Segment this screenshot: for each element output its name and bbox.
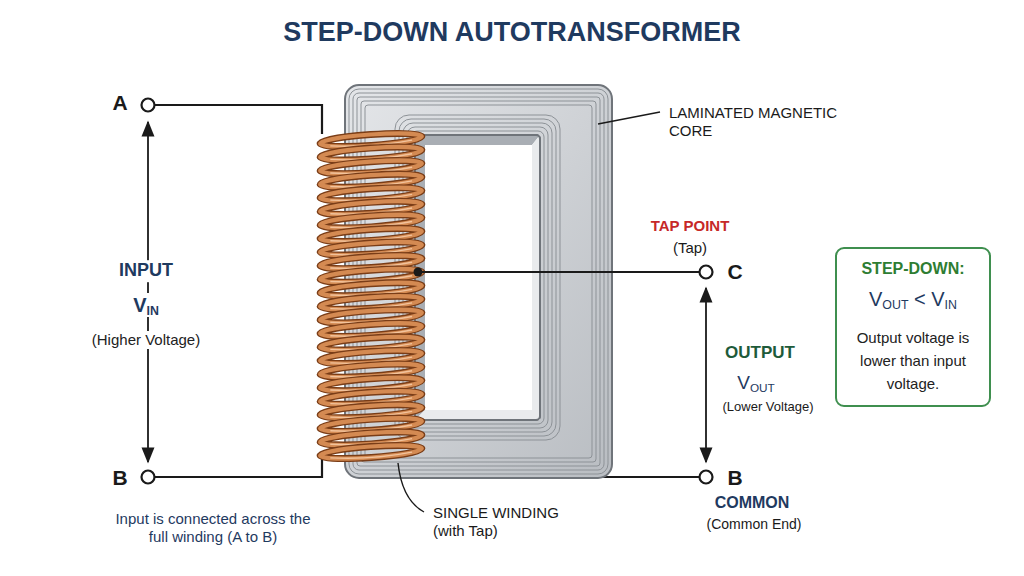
note: (Common End)	[704, 516, 805, 533]
copper-winding	[320, 131, 423, 461]
voltage-symbol: VIN	[130, 293, 162, 317]
wire-b-left	[155, 455, 322, 477]
wire-a	[155, 105, 322, 134]
signal-name: OUTPUT	[722, 343, 798, 363]
terminal-b	[700, 471, 713, 484]
note: Input is connected across the full windi…	[110, 510, 316, 546]
tap-wire	[418, 271, 699, 273]
terminal-b	[142, 471, 155, 484]
terminal-a	[142, 99, 155, 112]
part-label: TAP POINT	[648, 217, 733, 235]
diagram-title: STEP-DOWN AUTOTRANSFORMER	[280, 16, 743, 48]
leader-line	[598, 112, 660, 124]
terminal-label: B	[724, 465, 745, 490]
tap-dot	[414, 268, 423, 277]
part-label: COMMON	[712, 493, 793, 512]
terminal-c	[700, 266, 713, 279]
info-box: STEP-DOWN: VOUT < VIN Output voltage is lo…	[835, 247, 991, 408]
terminal-label: B	[109, 465, 130, 490]
note: (Lower Voltage)	[719, 399, 816, 415]
leader-line	[398, 463, 424, 512]
terminal-label: A	[109, 90, 130, 115]
box-body: Output voltage is lower than input volta…	[845, 326, 981, 396]
note: (Tap)	[670, 239, 710, 257]
voltage-symbol: VOUT	[734, 372, 778, 395]
signal-name: INPUT	[116, 260, 176, 282]
note: (Higher Voltage)	[89, 331, 203, 349]
box-heading: STEP-DOWN:	[845, 259, 981, 279]
formula: VOUT < VIN	[845, 287, 981, 312]
output-voltage-arrow	[705, 288, 707, 462]
part-label: SINGLE WINDING (with Tap)	[430, 504, 586, 540]
part-label: LAMINATED MAGNETIC CORE	[666, 104, 842, 140]
terminal-label: C	[724, 259, 745, 284]
input-voltage-arrow	[147, 122, 149, 462]
